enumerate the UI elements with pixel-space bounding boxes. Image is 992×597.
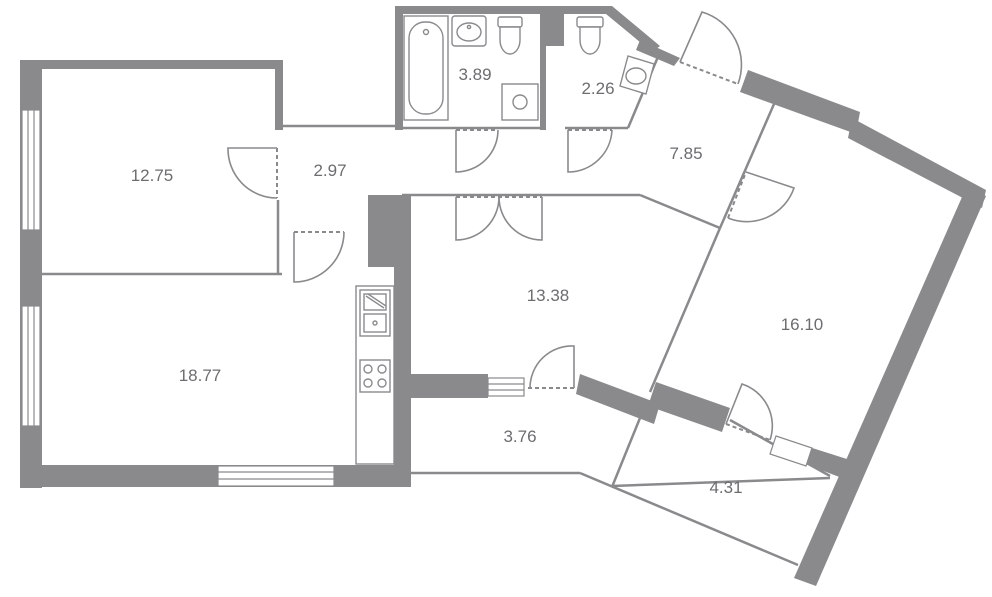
fixtures [355,15,655,465]
door-toilet [567,129,613,173]
doors [227,11,796,441]
windows [21,109,813,487]
cooktop-icon [359,359,391,393]
area-label-balcony-right: 4.31 [709,478,742,497]
door-bedroom [227,147,278,199]
area-label-room-center: 13.38 [527,286,570,305]
area-label-balcony-left: 3.76 [503,427,536,446]
toilet-icon [576,16,604,55]
toilet-icon [497,16,523,55]
door-entrance [679,11,743,85]
area-label-bedroom: 12.75 [131,166,174,185]
area-label-corridor: 7.85 [669,144,702,163]
sink-icon [451,15,487,47]
kitchen-sink-icon [359,289,391,337]
door-room-center [455,196,543,241]
area-label-toilet: 2.26 [581,79,614,98]
door-balcony-right [725,383,774,441]
area-label-living-kitchen: 18.77 [179,366,222,385]
washing-machine-icon [501,83,539,121]
structural-walls [20,6,986,586]
bathtub-icon [403,15,449,121]
sink-icon [619,55,655,95]
door-balcony-left [528,345,575,389]
area-label-bathroom: 3.89 [458,65,491,84]
door-bathroom [455,129,499,173]
door-room-right [727,171,796,223]
partition-walls [40,51,831,567]
door-living [293,231,345,283]
area-label-hall: 2.97 [313,161,346,180]
area-labels: 12.75 18.77 2.97 3.89 2.26 7.85 13.38 16… [131,65,824,497]
area-label-room-right: 16.10 [781,315,824,334]
